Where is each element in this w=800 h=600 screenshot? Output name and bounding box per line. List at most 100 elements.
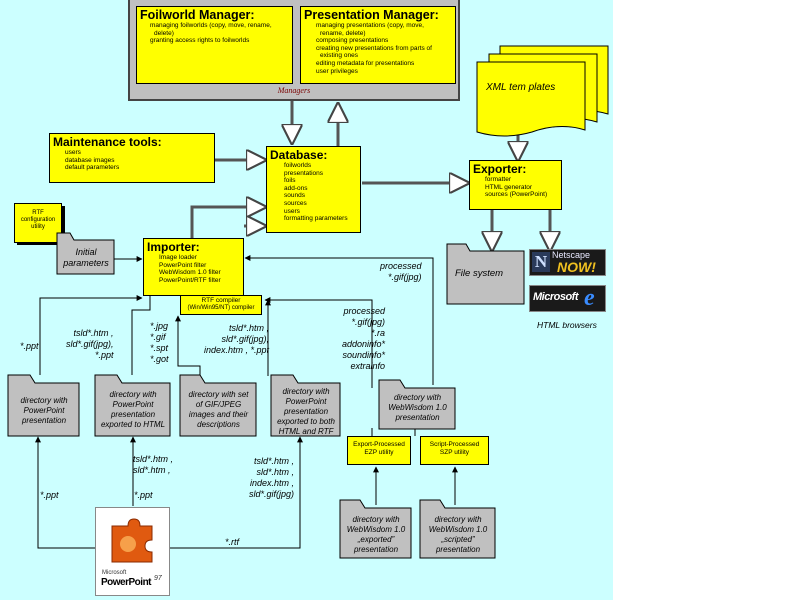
initial-parameters-line: Initial xyxy=(75,247,97,257)
szp-line: SZP utility xyxy=(439,449,470,456)
export-processed-utility-box: Export-Processed EZP utility xyxy=(347,436,411,465)
exported-folder-line: „exported” xyxy=(357,535,395,544)
both-folder-line: presentation xyxy=(283,407,329,416)
gif-folder-line: descriptions xyxy=(197,420,240,429)
list-item: presentations xyxy=(284,169,324,177)
ppt-bottom-label: *.ppt xyxy=(40,490,59,500)
scripted-folder-line: WebWisdom 1.0 xyxy=(428,525,488,534)
scripted-folder-icon xyxy=(419,499,496,559)
ppt-folder-line: presentation xyxy=(21,416,67,425)
presentation-manager-title: Presentation Manager: xyxy=(304,8,439,22)
list-item: foils xyxy=(284,177,296,185)
foilworld-manager-title: Foilworld Manager: xyxy=(140,8,255,22)
netscape-now-text: NOW! xyxy=(557,259,596,275)
html-folder-line: presentation xyxy=(110,410,156,419)
list-item: editing metadata for presentations xyxy=(316,59,415,67)
html-folder-line: exported to HTML xyxy=(100,420,166,429)
scripted-folder-line: „scripted” xyxy=(441,535,475,544)
label-line: tsld*.htm , xyxy=(73,328,114,338)
list-item: HTML generator xyxy=(485,183,533,191)
database-box: Database: foilworlds presentations foils… xyxy=(266,146,361,233)
gif-folder-line: of GIF/JPEG xyxy=(195,400,242,409)
maintenance-tools-box: Maintenance tools: users database images… xyxy=(49,133,215,183)
rtf-config-utility-box: RTF configuration utility xyxy=(14,203,62,243)
arrow-imp-to-db-1 xyxy=(190,207,265,238)
list-item: Image loader xyxy=(159,254,197,261)
label-line: extrainfo xyxy=(350,361,386,371)
initial-parameters-label: Initial parameters xyxy=(57,247,115,269)
html-folder-icon xyxy=(94,374,171,437)
label-line: processed xyxy=(379,261,422,271)
maintenance-tools-list: users database images default parameters xyxy=(65,149,211,172)
ppt-folder-line: directory with xyxy=(20,396,68,405)
importer-title: Importer: xyxy=(147,240,200,254)
rtf-config-line: utility xyxy=(31,224,45,230)
label-line: *.ppt xyxy=(95,350,114,360)
label-line: sld*.htm , xyxy=(256,467,295,477)
html-browsers-label: HTML browsers xyxy=(537,320,597,330)
exported-folder-icon xyxy=(339,499,412,559)
list-item: add-ons xyxy=(284,184,308,192)
scripted-folder-label: directory with WebWisdom 1.0 „scripted” … xyxy=(420,515,496,555)
netscape-text: Netscape xyxy=(552,250,591,260)
label-line: *.ra xyxy=(371,328,386,338)
script-processed-utility-box: Script-Processed SZP utility xyxy=(420,436,489,465)
rtf-label: *.rtf xyxy=(225,537,240,547)
list-item: rename, delete) xyxy=(320,29,366,37)
label-line: *.gif(jpg) xyxy=(388,272,422,282)
both-folder-line: HTML and RTF xyxy=(278,427,334,436)
label-line: sld*.gif(jpg), xyxy=(66,339,114,349)
tsld-full-label: tsld*.htm , sld*.htm , index.htm , sld*.… xyxy=(249,456,294,500)
label-line: *.jpg xyxy=(150,321,169,331)
arrow-ww-to-importer xyxy=(264,297,373,388)
label-line: processed xyxy=(343,306,386,316)
database-title: Database: xyxy=(270,148,328,162)
label-line: index.htm , *.ppt xyxy=(204,345,270,355)
label-line: sld*.htm , xyxy=(133,465,171,475)
list-item: granting access rights to foilworlds xyxy=(150,37,250,45)
rtf-config-line: configuration xyxy=(20,217,56,223)
presentation-manager-box: Presentation Manager: managing presentat… xyxy=(300,6,456,84)
exported-folder-line: directory with xyxy=(352,515,400,524)
both-folder-line: PowerPoint xyxy=(285,397,327,406)
ppt-folder-icon xyxy=(7,374,80,437)
managers-caption: Managers xyxy=(277,86,311,95)
list-item: sources xyxy=(284,199,307,207)
powerpoint-product: PowerPoint xyxy=(101,577,152,588)
both-folder-line: directory with xyxy=(282,387,330,396)
list-item: managing presentations (copy, move, xyxy=(316,22,424,29)
webwisdom-folder-line: presentation xyxy=(395,413,440,422)
maintenance-tools-title: Maintenance tools: xyxy=(53,135,162,149)
jpg-list-label: *.jpg *.gif *.spt *.got xyxy=(150,321,169,365)
presentation-manager-list: managing presentations (copy, move, rena… xyxy=(316,22,452,75)
scripted-folder-line: presentation xyxy=(435,545,481,554)
label-line: tsld*.htm , xyxy=(133,454,174,464)
ppt-mid-label: *.ppt xyxy=(134,490,153,500)
list-item: users xyxy=(65,149,81,156)
label-line: index.htm , xyxy=(250,478,295,488)
processed-mid-label: processed *.gif(jpg) *.ra addoninfo* sou… xyxy=(342,306,385,372)
ezp-line: EZP utility xyxy=(364,449,394,456)
szp-line: Script-Processed xyxy=(429,441,480,448)
list-item: creating new presentations from parts of xyxy=(316,44,432,52)
list-item: sources (PowerPoint) xyxy=(485,191,548,199)
webwisdom-folder-label: directory with WebWisdom 1.0 presentatio… xyxy=(379,393,456,423)
list-item: composing presentations xyxy=(316,37,389,45)
list-item: sounds xyxy=(284,192,305,200)
list-item: managing foilworlds (copy, move, rename, xyxy=(150,22,272,29)
exported-folder-line: presentation xyxy=(353,545,399,554)
list-item: existing ones xyxy=(320,52,358,60)
gif-folder-line: images and their xyxy=(188,410,249,419)
both-folder-icon xyxy=(270,374,341,437)
rtf-config-line: RTF xyxy=(32,210,44,216)
foilworld-manager-list: managing foilworlds (copy, move, rename,… xyxy=(150,22,289,45)
list-item: formatting parameters xyxy=(284,215,348,223)
list-item: WebWisdom 1.0 filter xyxy=(159,269,221,277)
label-line: tsld*.htm , xyxy=(254,456,295,466)
tsld-html-label: tsld*.htm , sld*.gif(jpg), *.ppt xyxy=(66,328,114,361)
scripted-folder-line: directory with xyxy=(434,515,482,524)
arrow-pp-to-ppt xyxy=(35,436,95,549)
tsld-index-label: tsld*.htm , sld*.gif(jpg), index.htm , *… xyxy=(204,323,269,356)
exporter-title: Exporter: xyxy=(473,162,527,176)
powerpoint-vendor: Microsoft xyxy=(102,570,127,576)
